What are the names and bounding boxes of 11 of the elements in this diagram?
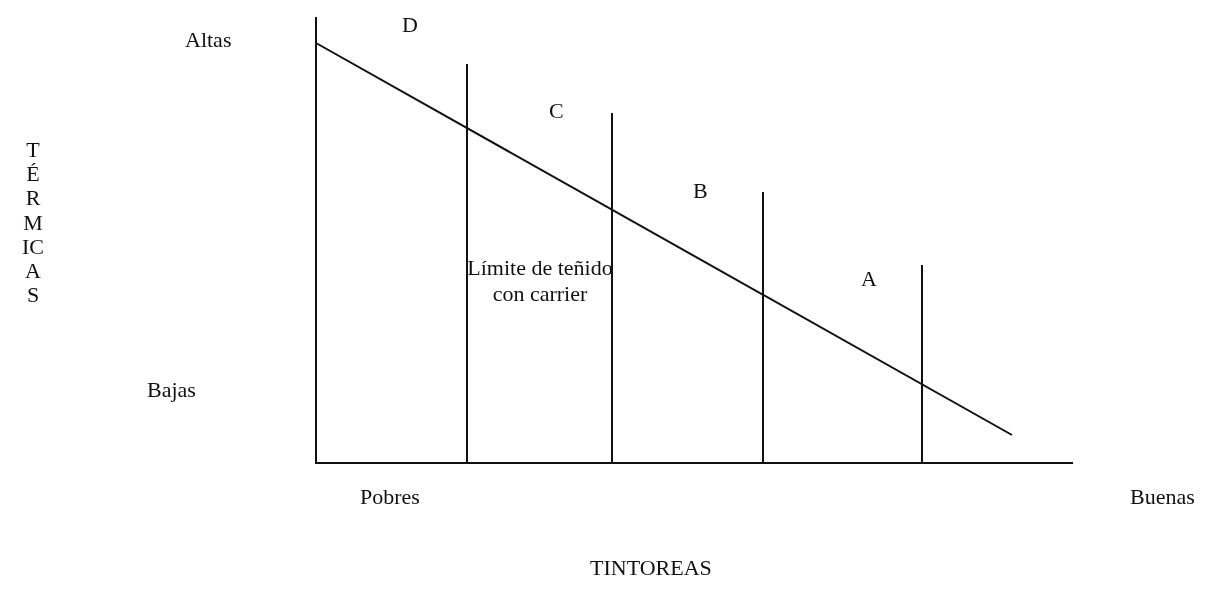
axis-level-label: Pobres (360, 484, 420, 511)
region-letter: A (861, 266, 877, 293)
region-letter: D (402, 12, 418, 39)
axis-level-label: Bajas (147, 377, 196, 404)
axis-level-label: Altas (185, 27, 232, 54)
region-letter: B (693, 178, 708, 205)
axis-title: TÉRMICAS (22, 138, 44, 308)
annotation-text: Límite de teñido con carrier (466, 255, 614, 308)
axis-title: TINTOREAS (590, 555, 712, 582)
region-letter: C (549, 98, 564, 125)
axis-level-label: Buenas (1130, 484, 1195, 511)
